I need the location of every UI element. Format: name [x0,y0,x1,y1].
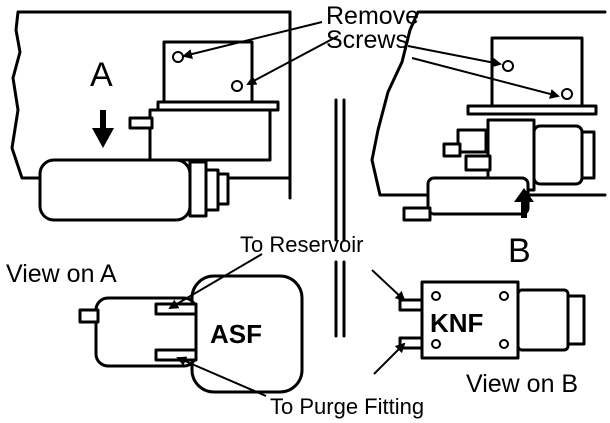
screw-icon [431,339,441,349]
remove-screws-label-line1: Remove [326,2,419,30]
screw-icon [502,60,514,72]
pump-head [148,108,272,162]
knf-motor [516,288,570,352]
view-on-b-label: View on B [466,370,578,398]
screw-icon [431,291,441,301]
motor-end-cap [566,294,586,346]
fitting-stub [464,154,492,172]
fitting-stub [402,206,432,222]
pump-motor [38,158,192,222]
screw-icon [499,339,509,349]
purge-port [154,348,198,362]
motor-end-cap [188,160,208,218]
view-on-a-panel [78,260,346,394]
to-reservoir-label: To Reservoir [240,232,363,257]
chassis-outline-left [10,10,292,180]
pump-motor [426,176,530,216]
motor-end-cap [580,130,596,180]
screw-icon [561,88,573,100]
fitting-stub [456,128,488,154]
remove-screws-arrow [246,35,339,85]
asf-label: ASF [210,319,262,349]
asf-mount-panel [10,10,292,222]
remove-screws-arrow [182,21,323,59]
knf-pump-head [420,280,520,360]
motor-end-cap [204,168,220,212]
knf-label: KNF [430,308,483,338]
pump-body [532,124,584,186]
view-b-marker: B [508,232,531,270]
view-a-arrow-icon [92,110,114,148]
remove-screws-label-line2: Screws [326,26,408,54]
view-b-arrow-icon [514,188,534,218]
knf-mount-panel [334,10,607,242]
fitting-stub [442,142,462,158]
motor-end-cap [216,172,230,206]
remove-screws-arrow [407,45,502,68]
to-reservoir-arrow [371,269,406,302]
view-on-a-label: View on A [6,260,117,288]
fitting-stub [78,308,100,324]
view-on-b-panel [398,280,586,360]
to-reservoir-arrow [168,253,263,310]
to-purge-fitting-label: To Purge Fitting [270,394,424,419]
fitting-stub [128,116,154,130]
purge-port [398,336,424,350]
to-purge-arrow [373,342,406,375]
chassis-outline-right [370,10,607,197]
view-a-marker: A [90,56,113,94]
reservoir-port [398,298,424,312]
leader-arrows [168,21,560,397]
to-purge-arrow [176,356,267,397]
screw-icon [499,291,509,301]
mounting-bracket [490,36,584,108]
screw-icon [231,80,243,92]
mounting-shelf [466,104,598,116]
remove-screws-arrow [411,57,560,99]
